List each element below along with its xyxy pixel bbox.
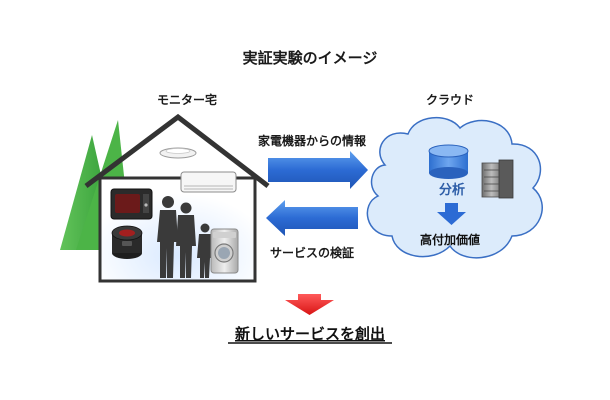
- microwave-oven-icon: [110, 188, 153, 220]
- monitor-house-label: モニター宅: [157, 92, 217, 107]
- family-silhouette-icon: [157, 196, 213, 278]
- arrow-to-house: [266, 200, 358, 236]
- cloud-label: クラウド: [426, 93, 474, 107]
- analysis-label: 分析: [439, 182, 465, 198]
- database-icon: [428, 144, 469, 179]
- cloud-down-arrow: [437, 203, 466, 225]
- value-label: 高付加価値: [420, 232, 480, 247]
- arrow-to-cloud-label: 家電機器からの情報: [258, 133, 367, 148]
- arrow-to-cloud: [268, 151, 368, 189]
- diagram-title: 実証実験のイメージ: [243, 49, 378, 67]
- air-conditioner-icon: [180, 171, 237, 193]
- arrow-to-house-label: サービスの検証: [270, 245, 354, 260]
- rice-cooker-icon: [111, 225, 143, 259]
- cloud-shape: [366, 116, 543, 259]
- result-arrow: [285, 294, 334, 315]
- result-label: 新しいサービスを創出: [235, 325, 385, 343]
- washing-machine-icon: [210, 228, 239, 274]
- ceiling-light-icon: [159, 147, 197, 159]
- server-rack-icon: [481, 159, 514, 199]
